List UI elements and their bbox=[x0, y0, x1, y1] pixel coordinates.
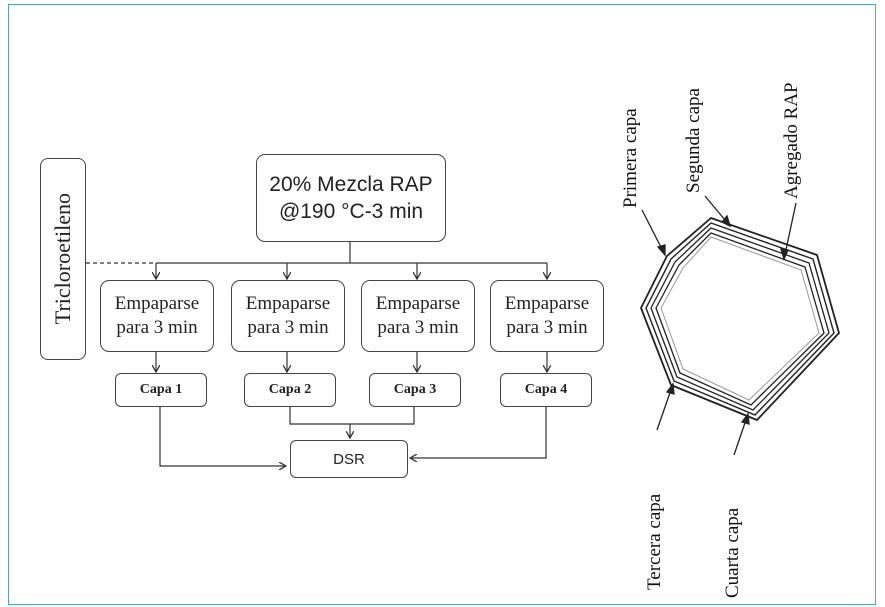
layer-box-2: Capa 2 bbox=[244, 373, 336, 407]
aggregate-layer-inner bbox=[655, 232, 825, 406]
label-cuarta-capa: Cuarta capa bbox=[722, 507, 743, 598]
pointer-third-head bbox=[665, 382, 675, 395]
start-mix-line2: @190 °C-3 min bbox=[278, 200, 424, 223]
solvent-box: Tricloroetileno bbox=[40, 158, 86, 360]
layer-label: Capa 2 bbox=[268, 382, 312, 397]
soak-line1: Empaparse bbox=[504, 293, 590, 314]
dsr-box: DSR bbox=[290, 440, 408, 478]
soak-box-2: Empaparse para 3 min bbox=[231, 280, 345, 352]
soak-line2: para 3 min bbox=[377, 317, 459, 338]
layer-box-1: Capa 1 bbox=[115, 373, 207, 407]
soak-line2: para 3 min bbox=[506, 317, 588, 338]
label-segunda-capa: Segunda capa bbox=[683, 88, 704, 193]
pointer-rap-head bbox=[780, 248, 789, 261]
soak-line2: para 3 min bbox=[247, 317, 329, 338]
label-tercera-capa: Tercera capa bbox=[644, 493, 665, 590]
layer-label: Capa 3 bbox=[393, 382, 437, 397]
start-mix-box: 20% Mezcla RAP @190 °C-3 min bbox=[256, 154, 446, 242]
label-agregado-rap: Agregado RAP bbox=[781, 82, 802, 199]
pointer-first-head bbox=[656, 244, 666, 257]
soak-line1: Empaparse bbox=[114, 293, 200, 314]
aggregate-layer-3 bbox=[650, 227, 830, 411]
layer-label: Capa 1 bbox=[139, 382, 183, 397]
layer-label: Capa 4 bbox=[524, 382, 568, 397]
soak-box-3: Empaparse para 3 min bbox=[361, 280, 475, 352]
soak-line1: Empaparse bbox=[245, 293, 331, 314]
dsr-label: DSR bbox=[333, 450, 365, 468]
aggregate-layer-outer bbox=[640, 216, 841, 422]
label-primera-capa: Primera capa bbox=[620, 108, 641, 208]
pointer-second-head bbox=[720, 214, 732, 228]
pointer-fourth-head bbox=[740, 412, 750, 425]
layer-box-4: Capa 4 bbox=[500, 373, 592, 407]
soak-line1: Empaparse bbox=[375, 293, 461, 314]
soak-line2: para 3 min bbox=[116, 317, 198, 338]
soak-box-1: Empaparse para 3 min bbox=[100, 280, 214, 352]
figure-frame bbox=[8, 4, 876, 605]
layer-box-3: Capa 3 bbox=[369, 373, 461, 407]
soak-box-4: Empaparse para 3 min bbox=[490, 280, 604, 352]
aggregate-layer-2 bbox=[645, 222, 835, 416]
aggregate-core bbox=[660, 236, 820, 401]
start-mix-line1: 20% Mezcla RAP bbox=[269, 173, 433, 196]
